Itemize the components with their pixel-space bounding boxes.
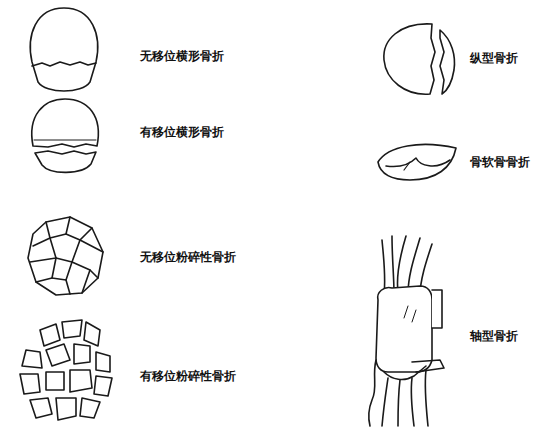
fracture-type-label: 无移位横形骨折 — [140, 49, 224, 63]
patella-transverse-displaced — [32, 99, 99, 172]
knee-sleeve-fracture — [369, 236, 444, 426]
patella-comminuted-undisplaced — [28, 217, 103, 295]
fracture-type-label: 有移位粉碎性骨折 — [140, 369, 236, 383]
fracture-type-label: 无移位粉碎性骨折 — [140, 250, 236, 264]
fracture-type-label: 有移位横形骨折 — [140, 125, 224, 139]
patella-transverse-undisplaced — [30, 8, 97, 91]
patella-comminuted-displaced — [20, 320, 112, 420]
patella-longitudinal — [384, 24, 455, 94]
fracture-type-label: 纵型骨折 — [470, 51, 518, 65]
fracture-type-label: 轴型骨折 — [470, 329, 518, 343]
fracture-type-label: 骨软骨骨折 — [470, 155, 530, 169]
patella-osteochondral — [378, 144, 456, 180]
